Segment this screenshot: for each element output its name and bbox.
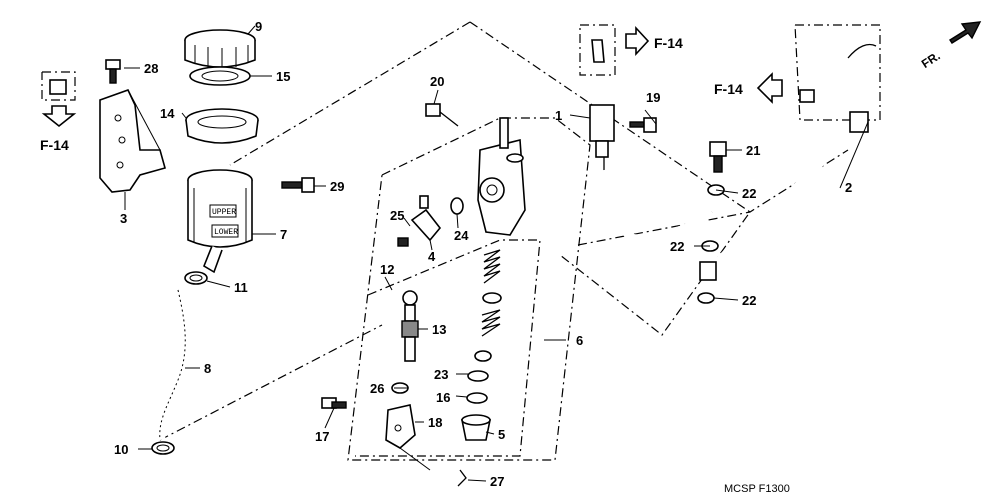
callout-21: 21 (746, 143, 760, 158)
boot (461, 414, 491, 441)
piston (474, 309, 501, 362)
left-group-edge (159, 324, 383, 441)
callout-19: 19 (646, 90, 660, 105)
brake-hose (699, 111, 869, 281)
callout-1: 1 (555, 108, 562, 123)
reference-label-top: F-14 (654, 35, 683, 51)
leader-lines (124, 25, 869, 482)
diagram-code: MCSP F1300 (724, 483, 790, 495)
inset-box-top (579, 24, 616, 76)
callout-6: 6 (576, 333, 583, 348)
callout-22c: 22 (742, 293, 756, 308)
callout-22a: 22 (742, 186, 756, 201)
outer-group-edge (229, 21, 471, 166)
reference-label-right: F-14 (714, 81, 743, 97)
callout-12: 12 (380, 262, 394, 277)
master-cylinder-group-outline (347, 117, 591, 461)
piston-spring (482, 249, 502, 304)
bracket-bolt (105, 59, 121, 84)
joint-screw (397, 237, 409, 247)
callout-17: 17 (315, 429, 329, 444)
brake-fluid-reservoir: UPPER LOWER (187, 169, 253, 274)
callout-10: 10 (114, 442, 128, 457)
washer-16 (466, 392, 488, 404)
callout-25: 25 (390, 208, 404, 223)
callout-2: 2 (845, 180, 852, 195)
reference-arrow-top: F-14 (625, 25, 683, 57)
callout-22b: 22 (670, 239, 684, 254)
o-ring (450, 197, 464, 215)
reservoir-bracket (99, 89, 166, 193)
reservoir-cap (184, 29, 256, 68)
inset-box-left (41, 71, 76, 101)
inset-box-right (794, 24, 881, 121)
callout-14: 14 (160, 106, 175, 121)
push-rod (401, 290, 419, 362)
reservoir-bolt (281, 177, 315, 193)
callout-3: 3 (120, 211, 127, 226)
cotter-pin (457, 469, 467, 487)
callout-4: 4 (428, 249, 436, 264)
inset-clip-left (49, 79, 67, 95)
reservoir-diaphragm (185, 108, 259, 144)
callout-5: 5 (498, 427, 505, 442)
reservoir-hose (154, 288, 191, 441)
master-cylinder-bolt (425, 103, 459, 127)
inset-nut (799, 89, 815, 103)
clevis-pin (321, 397, 347, 409)
piston-subgroup-outline (355, 239, 541, 457)
callout-11: 11 (234, 280, 248, 295)
hose-group-outline (577, 149, 849, 246)
callout-18: 18 (428, 415, 442, 430)
front-direction-label: FR. (919, 49, 943, 71)
callout-26: 26 (370, 381, 384, 396)
hose-clip-lower (151, 441, 175, 455)
switch-cable (600, 169, 715, 242)
callout-23: 23 (434, 367, 448, 382)
callout-8: 8 (204, 361, 211, 376)
banjo-bolt (709, 141, 727, 173)
callout-13: 13 (432, 322, 446, 337)
callout-29: 29 (330, 179, 344, 194)
reference-label-left: F-14 (40, 137, 69, 153)
callout-15: 15 (276, 69, 290, 84)
reference-arrow-right: F-14 (714, 72, 783, 104)
callout-24: 24 (454, 228, 469, 243)
front-direction-marker: FR. (919, 21, 982, 71)
lower-mark: LOWER (214, 228, 238, 237)
push-rod-clevis (385, 404, 416, 449)
sealing-washer-c (697, 292, 715, 304)
hose-clip-upper (184, 271, 208, 285)
callout-16: 16 (436, 390, 450, 405)
washer-23 (467, 370, 489, 382)
brake-light-switch (589, 104, 615, 170)
switch-bolt (629, 117, 657, 133)
callout-27: 27 (490, 474, 504, 489)
callout-28: 28 (144, 61, 158, 76)
hose-joint (410, 195, 442, 242)
callout-9: 9 (255, 19, 262, 34)
inset-hose-end (847, 43, 877, 59)
callout-20: 20 (430, 74, 444, 89)
callout-7: 7 (280, 227, 287, 242)
inset-fitting-top (591, 39, 605, 63)
rear-master-cylinder (477, 117, 526, 236)
upper-mark: UPPER (212, 208, 236, 217)
reference-arrow-left: F-14 (40, 105, 77, 153)
reservoir-plate (189, 66, 251, 86)
